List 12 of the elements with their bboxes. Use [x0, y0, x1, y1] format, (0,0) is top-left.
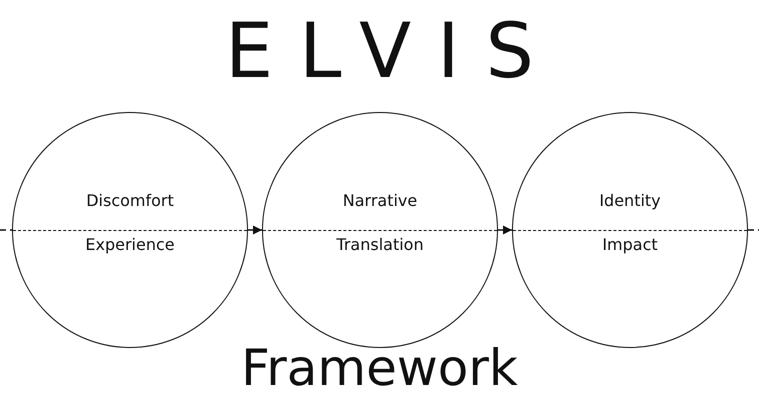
- upper-label: Narrative: [342, 191, 418, 210]
- upper-label: Discomfort: [86, 191, 174, 210]
- dashed-arrow: [498, 226, 512, 234]
- lower-label: Translation: [336, 235, 424, 254]
- upper-label: Identity: [599, 191, 661, 210]
- title-text: ELVIS: [224, 6, 560, 95]
- dashed-arrow: [248, 226, 262, 234]
- dashed-line: [748, 229, 759, 231]
- dashed-line: [0, 229, 12, 231]
- caption-text: Framework: [241, 339, 518, 397]
- lower-label: Impact: [602, 235, 658, 254]
- lower-label: Experience: [85, 235, 175, 254]
